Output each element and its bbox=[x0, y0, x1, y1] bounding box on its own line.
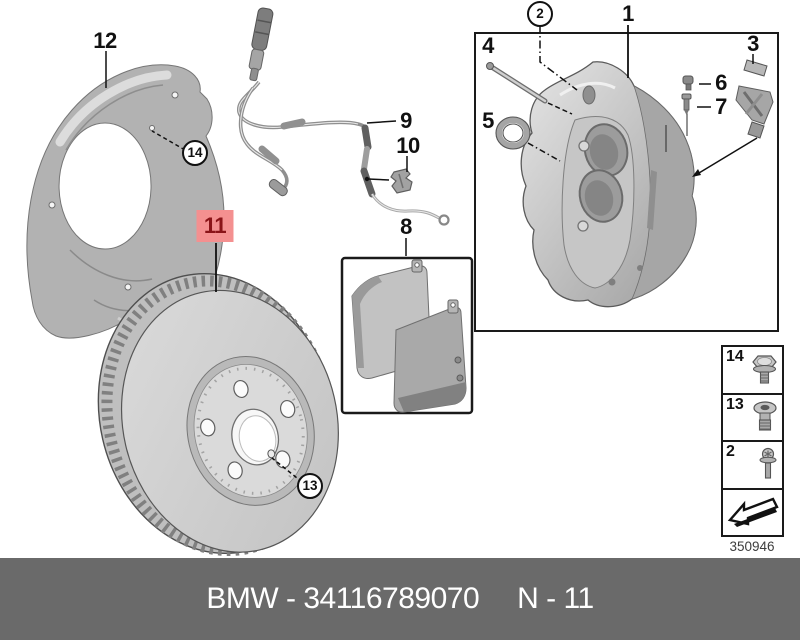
clip-pointer-dot bbox=[364, 176, 370, 182]
table-part-number: 2 bbox=[726, 443, 735, 460]
callout-13[interactable]: 13 bbox=[297, 473, 323, 499]
torx-screw-icon bbox=[759, 447, 777, 479]
callout-6[interactable]: 6 bbox=[715, 70, 727, 95]
direction-arrow-icon bbox=[727, 497, 779, 528]
brake-pads-art bbox=[340, 256, 474, 415]
callout-2[interactable]: 2 bbox=[527, 1, 553, 27]
callout-9[interactable]: 9 bbox=[400, 108, 412, 133]
drawing-number: 350946 bbox=[729, 539, 775, 554]
socket-head-plug-icon bbox=[753, 401, 777, 431]
table-row[interactable] bbox=[723, 490, 782, 536]
leader-lines bbox=[105, 25, 758, 483]
callout-4[interactable]: 4 bbox=[482, 33, 494, 58]
callout-7[interactable]: 7 bbox=[715, 94, 727, 119]
brake-disc-art bbox=[97, 273, 339, 557]
table-row[interactable]: 13 bbox=[723, 395, 782, 442]
callout-10[interactable]: 10 bbox=[396, 133, 420, 158]
caliper-art bbox=[474, 32, 779, 332]
arrowhead bbox=[692, 169, 701, 177]
footer-page-ref: N - 11 bbox=[517, 582, 594, 615]
table-part-number: 13 bbox=[726, 395, 744, 413]
table-part-number: 14 bbox=[726, 348, 744, 365]
cable-clip-art bbox=[390, 168, 413, 194]
fastener-table: 14 13 2 bbox=[721, 345, 784, 537]
hex-flange-bolt-icon bbox=[752, 355, 777, 384]
callout-14[interactable]: 14 bbox=[182, 140, 208, 166]
callout-12[interactable]: 12 bbox=[93, 28, 117, 53]
callout-5[interactable]: 5 bbox=[482, 108, 494, 133]
callout-1[interactable]: 1 bbox=[622, 1, 634, 26]
table-row[interactable]: 2 bbox=[723, 442, 782, 490]
footer-part-number: BMW - 34116789070 bbox=[206, 582, 480, 615]
footer-bar: BMW - 34116789070 N - 11 bbox=[0, 558, 800, 640]
callout-8[interactable]: 8 bbox=[400, 214, 412, 239]
callout-11-highlighted[interactable]: 11 bbox=[196, 210, 234, 242]
wear-sensor-art bbox=[237, 7, 450, 226]
callout-3[interactable]: 3 bbox=[747, 31, 759, 56]
table-row[interactable]: 14 bbox=[723, 347, 782, 395]
